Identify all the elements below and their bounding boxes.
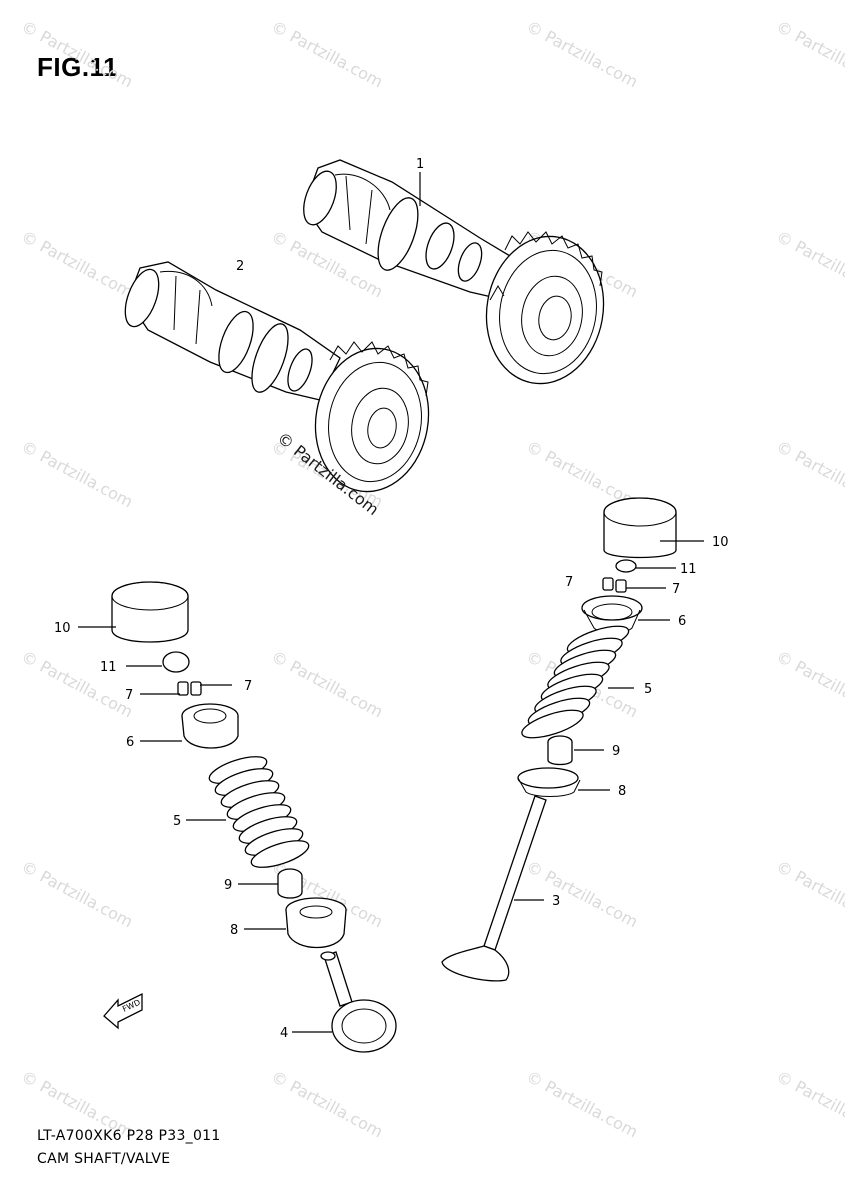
spring-left-coil xyxy=(250,840,310,868)
spring-retainer-left[interactable] xyxy=(181,703,239,749)
callout-3: 3 xyxy=(552,894,560,909)
watermark-3-1: © Partzilla.com xyxy=(268,647,386,722)
valve-assembly-right xyxy=(441,497,677,982)
valve-stem-seal-right[interactable] xyxy=(547,735,573,766)
cotter-right-b[interactable] xyxy=(615,579,627,593)
spring-seat-right[interactable] xyxy=(517,767,581,797)
camshaft-intake[interactable] xyxy=(119,261,440,501)
watermark-3-0: © Partzilla.com xyxy=(18,647,136,722)
cotter-left-a[interactable] xyxy=(177,681,189,696)
spring-right-coil xyxy=(521,709,584,739)
valve-assembly-left xyxy=(111,581,397,1053)
figure-title: FIG.11 xyxy=(37,52,119,82)
watermark-3-3: © Partzilla.com xyxy=(773,647,845,722)
callout-7-left-b: 7 xyxy=(244,679,252,694)
spring-retainer-right[interactable] xyxy=(581,595,643,633)
shim-right[interactable] xyxy=(615,559,637,573)
callout-11-left: 11 xyxy=(100,660,117,675)
callout-5-left: 5 xyxy=(173,814,181,829)
valve-spring-right[interactable] xyxy=(519,621,632,744)
watermark-5-1: © Partzilla.com xyxy=(268,1067,386,1142)
callout-10-right: 10 xyxy=(712,535,729,550)
valve-tappet-right[interactable] xyxy=(603,497,677,559)
cotter-right-a[interactable] xyxy=(602,577,614,591)
callout-9-left: 9 xyxy=(224,878,232,893)
watermark-2-3: © Partzilla.com xyxy=(773,437,845,512)
watermark-5-2: © Partzilla.com xyxy=(523,1067,641,1142)
diagram-code: LT-A700XK6 P28 P33_011 xyxy=(37,1128,221,1144)
callout-8-right: 8 xyxy=(618,784,626,799)
callout-6-left: 6 xyxy=(126,735,134,750)
camshaft-exhaust[interactable] xyxy=(297,159,615,393)
fwd-arrow-icon: FWD xyxy=(103,992,143,1030)
watermark-1-3: © Partzilla.com xyxy=(773,227,845,302)
valve-spring-left[interactable] xyxy=(206,751,311,873)
watermark-5-3: © Partzilla.com xyxy=(773,1067,845,1142)
callout-9-right: 9 xyxy=(612,744,620,759)
callout-7-right-a: 7 xyxy=(565,575,573,590)
cotter-left-b[interactable] xyxy=(190,681,202,696)
callout-4: 4 xyxy=(280,1026,288,1041)
callout-labels: 1 2 3 4 5 5 6 6 7 7 7 7 8 8 9 9 10 10 11… xyxy=(54,157,729,1041)
watermark-0-2: © Partzilla.com xyxy=(523,17,641,92)
callout-5-right: 5 xyxy=(644,682,652,697)
spring-seat-left[interactable] xyxy=(285,897,347,948)
watermark-4-3: © Partzilla.com xyxy=(773,857,845,932)
watermark-0-1: © Partzilla.com xyxy=(268,17,386,92)
callout-8-left: 8 xyxy=(230,923,238,938)
watermark-layer: © Partzilla.com © Partzilla.com © Partzill… xyxy=(18,17,845,1142)
diagram-description: CAM SHAFT/VALVE xyxy=(37,1151,171,1167)
watermark-2-0: © Partzilla.com xyxy=(18,437,136,512)
valve-tappet-left[interactable] xyxy=(111,581,189,643)
callout-6-right: 6 xyxy=(678,614,686,629)
watermark-1-0: © Partzilla.com xyxy=(18,227,136,302)
watermark-0-0: © Partzilla.com xyxy=(18,17,136,92)
callout-1: 1 xyxy=(416,157,424,172)
exhaust-valve[interactable] xyxy=(441,795,547,982)
valve-stem-seal-left[interactable] xyxy=(277,868,303,899)
watermark-4-0: © Partzilla.com xyxy=(18,857,136,932)
shim-left[interactable] xyxy=(162,651,190,673)
callout-10-left: 10 xyxy=(54,621,71,636)
watermark-4-2: © Partzilla.com xyxy=(523,857,641,932)
leader-lines xyxy=(78,172,704,1033)
callout-11-right: 11 xyxy=(680,562,697,577)
callout-2: 2 xyxy=(236,259,244,274)
intake-valve[interactable] xyxy=(320,951,397,1053)
callout-7-left-a: 7 xyxy=(125,688,133,703)
callout-7-right-b: 7 xyxy=(672,582,680,597)
watermark-0-3: © Partzilla.com xyxy=(773,17,845,92)
